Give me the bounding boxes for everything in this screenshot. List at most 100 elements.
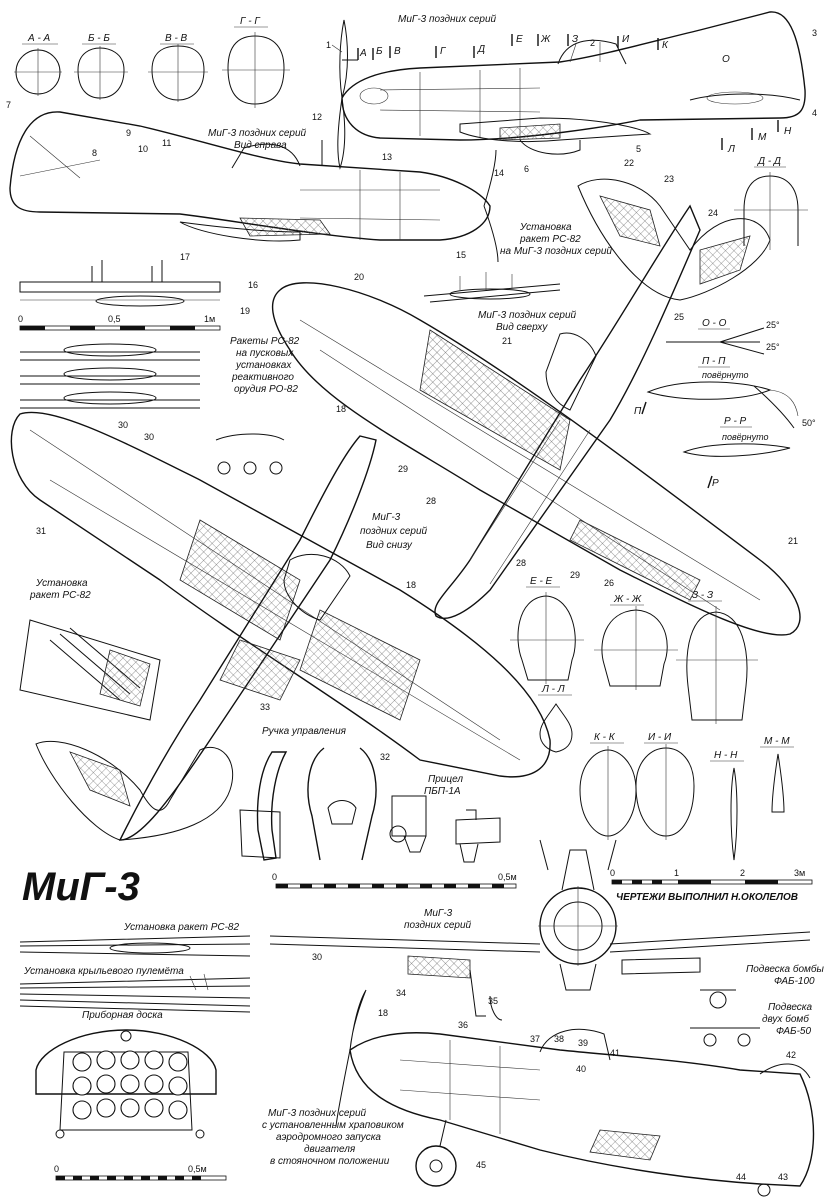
svg-text:1: 1 xyxy=(326,40,331,50)
svg-text:Н: Н xyxy=(784,126,792,137)
sections-top-left: А - А Б - Б В - В Г - Г xyxy=(14,16,290,108)
svg-text:повёрнуто: повёрнуто xyxy=(722,432,769,442)
svg-text:Подвеска бомбы: Подвеска бомбы xyxy=(746,963,825,975)
section-marks-side: А Б В Г Д Е Ж З И К О Л М Н xyxy=(357,34,792,155)
svg-text:6: 6 xyxy=(524,164,529,174)
section-label-vv: В - В xyxy=(165,33,188,44)
svg-text:3: 3 xyxy=(812,28,817,38)
section-label-aa: А - А xyxy=(27,33,51,44)
svg-text:39: 39 xyxy=(578,1038,588,1048)
front-view: МиГ-3 поздних серий 30 34 35 36 xyxy=(269,839,811,1030)
svg-text:43: 43 xyxy=(778,1172,788,1182)
svg-text:Ракеты РС-82: Ракеты РС-82 xyxy=(230,336,300,347)
svg-text:21: 21 xyxy=(788,536,798,546)
svg-text:Вид сверху: Вид сверху xyxy=(496,322,548,333)
svg-text:М: М xyxy=(758,132,767,143)
svg-text:13: 13 xyxy=(382,152,392,162)
svg-text:В: В xyxy=(394,46,401,57)
svg-text:Е: Е xyxy=(516,34,523,45)
svg-text:26: 26 xyxy=(604,578,614,588)
svg-text:12: 12 xyxy=(312,112,322,122)
bomb-hangers: Подвеска бомбы ФАБ-100 Подвеска двух бом… xyxy=(690,963,825,1047)
svg-text:с установленным храповиком: с установленным храповиком xyxy=(262,1120,404,1131)
svg-text:28: 28 xyxy=(516,558,526,568)
svg-text:ПБП-1А: ПБП-1А xyxy=(424,786,461,797)
svg-text:А: А xyxy=(359,48,367,59)
svg-text:Е - Е: Е - Е xyxy=(530,576,553,587)
svg-text:22: 22 xyxy=(624,158,634,168)
svg-text:Приборная доска: Приборная доска xyxy=(82,1009,163,1021)
svg-text:Установка крыльевого пулемёта: Установка крыльевого пулемёта xyxy=(23,966,184,977)
svg-text:18: 18 xyxy=(336,404,346,414)
svg-text:0: 0 xyxy=(610,868,615,878)
svg-text:31: 31 xyxy=(36,526,46,536)
top-view: МиГ-3 поздних серий Вид сверху 22 23 24 … xyxy=(240,158,801,636)
svg-text:МиГ-3 поздних серий: МиГ-3 поздних серий xyxy=(478,310,577,321)
scale-bar-3: 0 1 2 3м ЧЕРТЕЖИ ВЫПОЛНИЛ Н.ОКОЛЕЛОВ xyxy=(610,868,813,903)
svg-text:Д: Д xyxy=(477,44,485,55)
instrument-panel: Приборная доска 0 0,5м xyxy=(35,1009,227,1181)
svg-text:29: 29 xyxy=(570,570,580,580)
rs82-rockets xyxy=(20,343,200,409)
svg-text:25°: 25° xyxy=(766,320,780,330)
svg-text:Вид справа: Вид справа xyxy=(234,140,287,151)
svg-text:17: 17 xyxy=(180,252,190,262)
svg-text:37: 37 xyxy=(530,1034,540,1044)
svg-text:Установка ракет РС-82: Установка ракет РС-82 xyxy=(123,922,239,933)
svg-text:О: О xyxy=(722,54,730,65)
svg-text:44: 44 xyxy=(736,1172,746,1182)
control-stick-detail: Ручка управления xyxy=(239,726,377,861)
rs82-wing-detail: Установка ракет РС-82 xyxy=(19,578,161,721)
svg-text:Установка: Установка xyxy=(35,578,88,589)
side-left-caption: МиГ-3 поздних серий xyxy=(398,14,497,25)
svg-text:МиГ-3 поздних серий: МиГ-3 поздних серий xyxy=(208,128,307,139)
svg-text:25: 25 xyxy=(674,312,684,322)
svg-text:33: 33 xyxy=(260,702,270,712)
svg-text:21: 21 xyxy=(502,336,512,346)
svg-text:Р - Р: Р - Р xyxy=(724,416,747,427)
svg-text:Вид снизу: Вид снизу xyxy=(366,540,413,551)
svg-text:в стояночном положении: в стояночном положении xyxy=(270,1156,390,1167)
svg-text:Прицел: Прицел xyxy=(428,774,463,785)
svg-text:2: 2 xyxy=(590,38,595,48)
svg-text:50°: 50° xyxy=(802,418,816,428)
svg-text:Ручка управления: Ручка управления xyxy=(262,726,347,737)
gunsight-detail: Прицел ПБП-1А xyxy=(389,774,501,863)
svg-text:К: К xyxy=(662,40,669,51)
svg-text:Д - Д: Д - Д xyxy=(757,156,781,167)
svg-text:Установка: Установка xyxy=(519,222,572,233)
svg-text:0: 0 xyxy=(272,872,277,882)
svg-text:18: 18 xyxy=(406,580,416,590)
svg-text:Ж: Ж xyxy=(540,34,551,45)
svg-text:Л - Л: Л - Л xyxy=(541,684,565,695)
svg-text:15: 15 xyxy=(456,250,466,260)
svg-text:0,5: 0,5 xyxy=(108,314,121,324)
svg-text:9: 9 xyxy=(126,128,131,138)
svg-text:МиГ-3: МиГ-3 xyxy=(424,908,453,919)
svg-text:З: З xyxy=(572,34,578,45)
svg-text:23: 23 xyxy=(664,174,674,184)
svg-text:Подвеска: Подвеска xyxy=(768,1002,813,1013)
svg-text:0,5м: 0,5м xyxy=(188,1164,207,1174)
fuselage-sections: Е - Е Ж - Ж З - З Л - Л К - К И - И Н - … xyxy=(510,576,794,861)
svg-text:МиГ-3 поздних серий: МиГ-3 поздних серий xyxy=(268,1108,367,1119)
svg-text:14: 14 xyxy=(494,168,504,178)
svg-text:32: 32 xyxy=(380,752,390,762)
svg-text:Р: Р xyxy=(712,478,719,489)
svg-text:19: 19 xyxy=(240,306,250,316)
svg-text:28: 28 xyxy=(426,496,436,506)
svg-text:42: 42 xyxy=(786,1050,796,1060)
svg-text:36: 36 xyxy=(458,1020,468,1030)
svg-text:П: П xyxy=(634,406,642,417)
side-view-left: МиГ-3 поздних серий А Б В Г Д Е Ж З xyxy=(326,11,817,174)
svg-text:ФАБ-100: ФАБ-100 xyxy=(774,976,815,987)
rs82-front-detail xyxy=(215,433,285,475)
svg-text:10: 10 xyxy=(138,144,148,154)
svg-text:на МиГ-3 поздних серий: на МиГ-3 поздних серий xyxy=(500,246,612,257)
svg-text:ракет РС-82: ракет РС-82 xyxy=(519,234,581,245)
svg-text:0: 0 xyxy=(18,314,23,324)
svg-text:П - П: П - П xyxy=(702,356,726,367)
section-label-gg: Г - Г xyxy=(240,16,261,27)
drawing-title: МиГ-3 xyxy=(22,865,140,909)
